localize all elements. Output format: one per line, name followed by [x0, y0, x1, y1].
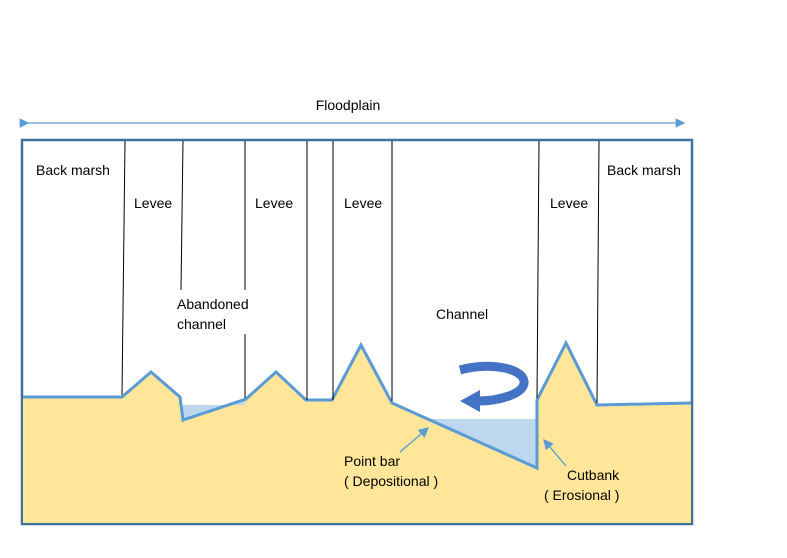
- zone-dividers: [121, 140, 600, 404]
- cutbank-label-line1: Cutbank: [567, 467, 620, 483]
- levee-label-4: Levee: [550, 195, 588, 211]
- curved-arrow-left-icon: [458, 361, 529, 412]
- back-marsh-right-label: Back marsh: [607, 162, 681, 178]
- levee-label-1: Levee: [134, 195, 172, 211]
- channel-label: Channel: [436, 306, 488, 322]
- cutbank-label-line2: ( Erosional ): [544, 487, 619, 503]
- point-bar-label-line1: Point bar: [344, 453, 400, 469]
- sediment-ground: [23, 343, 691, 523]
- cutbank-leader: [543, 439, 567, 467]
- levee-label-3: Levee: [344, 195, 382, 211]
- floodplain-title: Floodplain: [316, 97, 381, 113]
- abandoned-channel-label-line2: channel: [177, 316, 226, 332]
- ground-profile: [23, 339, 692, 471]
- levee-label-2: Levee: [255, 195, 293, 211]
- back-marsh-left-label: Back marsh: [36, 162, 110, 178]
- abandoned-channel-label-line1: Abandoned: [177, 296, 249, 312]
- point-bar-label-line2: ( Depositional ): [344, 473, 438, 489]
- point-bar-leader: [399, 427, 429, 453]
